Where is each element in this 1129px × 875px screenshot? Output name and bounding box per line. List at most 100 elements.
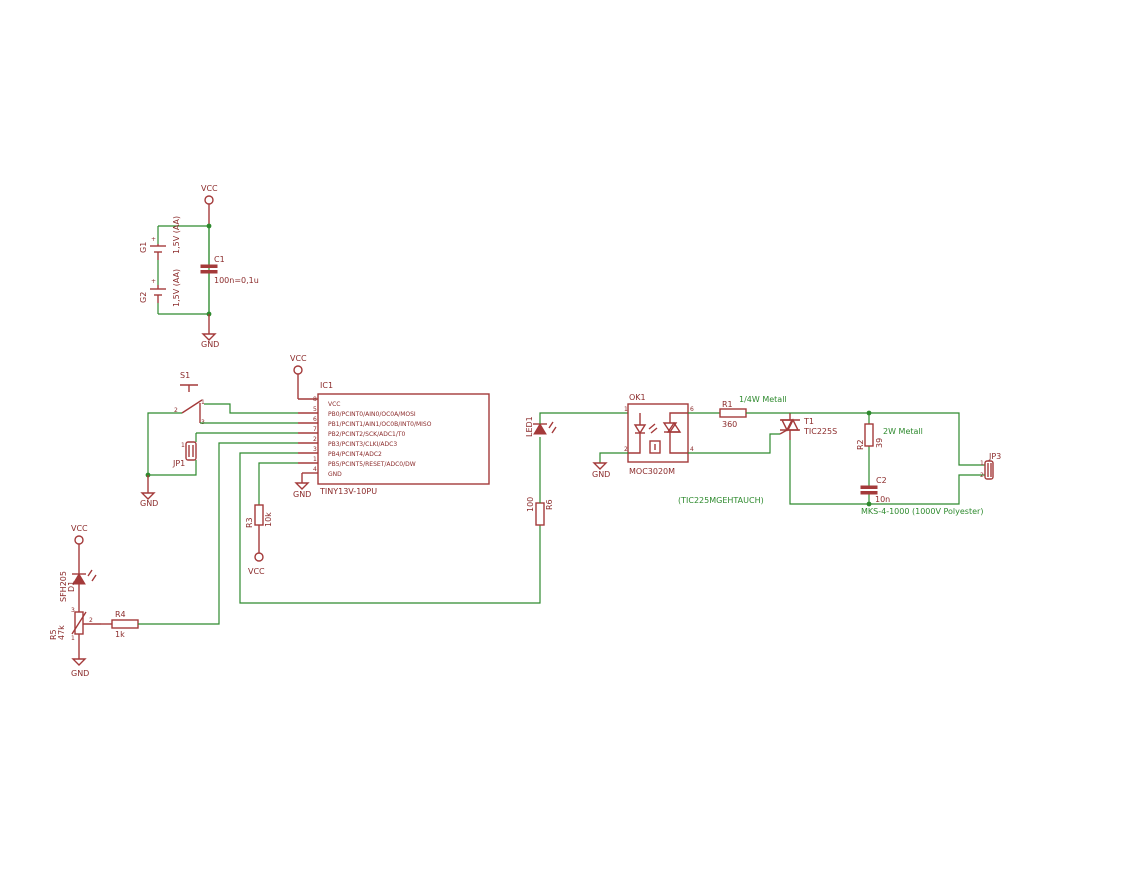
svg-text:VCC: VCC xyxy=(71,524,88,533)
triac-t1: T1 TIC225S (TIC225MGEHTAUCH) xyxy=(678,413,837,505)
r3-name: R3 xyxy=(245,517,254,528)
ic1-pin-row: 2 PB3/PCINT3/CLKI/ADC3 xyxy=(298,436,397,448)
ic1-pins: 8 VCC 5 PB0/PCINT0/AIN0/OC0A/MOSI 6 PB1/… xyxy=(298,396,432,478)
svg-text:2: 2 xyxy=(89,617,93,624)
svg-text:1: 1 xyxy=(181,442,185,449)
vcc-symbol-top: VCC xyxy=(201,184,218,205)
r2-note: 2W Metall xyxy=(883,427,923,436)
svg-text:GND: GND xyxy=(293,490,311,499)
svg-text:2: 2 xyxy=(624,446,628,453)
r4-name: R4 xyxy=(115,610,126,619)
svg-text:VCC: VCC xyxy=(248,567,265,576)
svg-text:PB2/PCINT2/SCK/ADC1/T0: PB2/PCINT2/SCK/ADC1/T0 xyxy=(328,431,406,438)
svg-text:VCC: VCC xyxy=(290,354,307,363)
svg-text:+: + xyxy=(151,236,156,243)
vcc-symbol-mcu: VCC xyxy=(290,354,318,400)
sensor-block: VCC SFH205 D1 R5 47k 3 2 1 GND xyxy=(49,442,298,678)
r2-name: R2 xyxy=(856,439,865,450)
resistor-r4: R4 1k xyxy=(101,610,139,639)
r4-value: 1k xyxy=(115,630,125,639)
capacitor-c2: C2 10n MKS-4-1000 (1000V Polyester) xyxy=(860,476,983,516)
r6-name: R6 xyxy=(545,499,554,510)
r1-note: 1/4W Metall xyxy=(739,395,787,404)
photodiode-d1: SFH205 D1 xyxy=(59,569,97,602)
jp3-name: JP3 xyxy=(988,452,1001,461)
t1-part: TIC225S xyxy=(803,427,837,436)
svg-text:7: 7 xyxy=(313,426,317,433)
g1-value: 1,5V (AA) xyxy=(172,216,181,254)
svg-text:2: 2 xyxy=(174,407,178,414)
r6-value: 100 xyxy=(526,497,535,512)
ic1-pin-row: 6 PB1/PCINT1/AIN1/OC0B/INT0/MISO xyxy=(298,416,432,428)
ok1-part: MOC3020M xyxy=(629,467,675,476)
c1-value: 100n=0,1u xyxy=(214,276,259,285)
svg-text:3: 3 xyxy=(71,607,75,614)
gnd-label-opto: GND xyxy=(592,470,610,479)
mcu-ic1: VCC IC1 TINY13V-10PU 8 VCC 5 PB0/PCINT0/… xyxy=(290,354,490,499)
r5-name: R5 xyxy=(49,629,58,640)
battery-block: VCC + G1 1,5V (AA) + G2 1, xyxy=(139,184,259,349)
led1-name: LED1 xyxy=(525,416,534,437)
s1-name: S1 xyxy=(180,371,190,380)
svg-text:PB1/PCINT1/AIN1/OC0B/INT0/MISO: PB1/PCINT1/AIN1/OC0B/INT0/MISO xyxy=(328,421,432,428)
r1-name: R1 xyxy=(722,400,733,409)
led-block: 100 R6 LED1 xyxy=(239,412,628,604)
svg-text:GND: GND xyxy=(328,471,342,478)
ic1-pin-row: 8 VCC xyxy=(313,396,340,408)
g2-value: 1,5V (AA) xyxy=(172,269,181,307)
svg-text:PB5/PCINT5/RESET/ADC0/DW: PB5/PCINT5/RESET/ADC0/DW xyxy=(328,461,416,468)
r5-value: 47k xyxy=(57,625,66,640)
resistor-r2: R2 39 2W Metall xyxy=(856,423,923,450)
svg-text:6: 6 xyxy=(313,416,317,423)
t1-name: T1 xyxy=(803,417,814,426)
jp1-name: JP1 xyxy=(172,459,185,468)
ic1-pin-row: 1 PB5/PCINT5/RESET/ADC0/DW xyxy=(298,456,416,468)
c1-name: C1 xyxy=(214,255,225,264)
ic1-body xyxy=(317,393,490,485)
svg-text:6: 6 xyxy=(690,406,694,413)
switch-wires: GND xyxy=(140,403,298,508)
svg-text:+: + xyxy=(151,278,156,285)
svg-text:3: 3 xyxy=(313,446,317,453)
svg-text:1: 1 xyxy=(980,460,984,467)
battery-g1: + G1 1,5V (AA) xyxy=(139,216,181,260)
ok1-name: OK1 xyxy=(629,393,646,402)
svg-text:8: 8 xyxy=(313,396,317,403)
r1-value: 360 xyxy=(722,420,737,429)
gnd-label-switch: GND xyxy=(140,499,158,508)
potentiometer-r5: R5 47k 3 2 1 xyxy=(49,607,101,642)
svg-text:PB4/PCINT4/ADC2: PB4/PCINT4/ADC2 xyxy=(328,451,382,458)
resistor-r3: R3 10k VCC xyxy=(245,462,298,576)
capacitor-c1: C1 100n=0,1u xyxy=(200,255,259,285)
battery-g2: + G2 1,5V (AA) xyxy=(139,269,181,307)
svg-text:1: 1 xyxy=(201,399,205,406)
resistor-r1: R1 1/4W Metall 360 xyxy=(688,395,787,429)
led-led1: LED1 xyxy=(525,416,557,437)
svg-text:GND: GND xyxy=(71,669,89,678)
svg-text:5: 5 xyxy=(313,406,317,413)
gnd-symbol-battery: GND xyxy=(201,314,219,349)
vcc-label: VCC xyxy=(201,184,218,193)
g2-name: G2 xyxy=(139,292,148,303)
c2-name: C2 xyxy=(876,476,887,485)
svg-text:2: 2 xyxy=(980,472,984,479)
ic1-part: TINY13V-10PU xyxy=(319,487,377,496)
optocoupler-ok1: OK1 MOC3020M 1 2 6 4 xyxy=(624,393,694,476)
snubber-wires xyxy=(789,410,985,507)
gnd-label: GND xyxy=(201,340,219,349)
c2-note: MKS-4-1000 (1000V Polyester) xyxy=(861,507,983,516)
svg-text:PB3/PCINT3/CLKI/ADC3: PB3/PCINT3/CLKI/ADC3 xyxy=(328,441,397,448)
svg-text:4: 4 xyxy=(690,446,694,453)
ic1-pin-row: 3 PB4/PCINT4/ADC2 xyxy=(298,446,382,458)
t1-note: (TIC225MGEHTAUCH) xyxy=(678,496,764,505)
ic1-pin-row: 4 GND xyxy=(302,466,342,478)
d1-part: SFH205 xyxy=(59,571,68,602)
connector-jp3: JP3 1 2 xyxy=(980,452,1001,480)
switch-s1: S1 2 1 3 xyxy=(174,371,205,426)
svg-text:1: 1 xyxy=(313,456,317,463)
svg-text:1: 1 xyxy=(71,635,75,642)
d1-name: D1 xyxy=(67,581,76,592)
gnd-symbol-mcu: GND xyxy=(293,473,311,499)
c2-value: 10n xyxy=(875,495,890,504)
